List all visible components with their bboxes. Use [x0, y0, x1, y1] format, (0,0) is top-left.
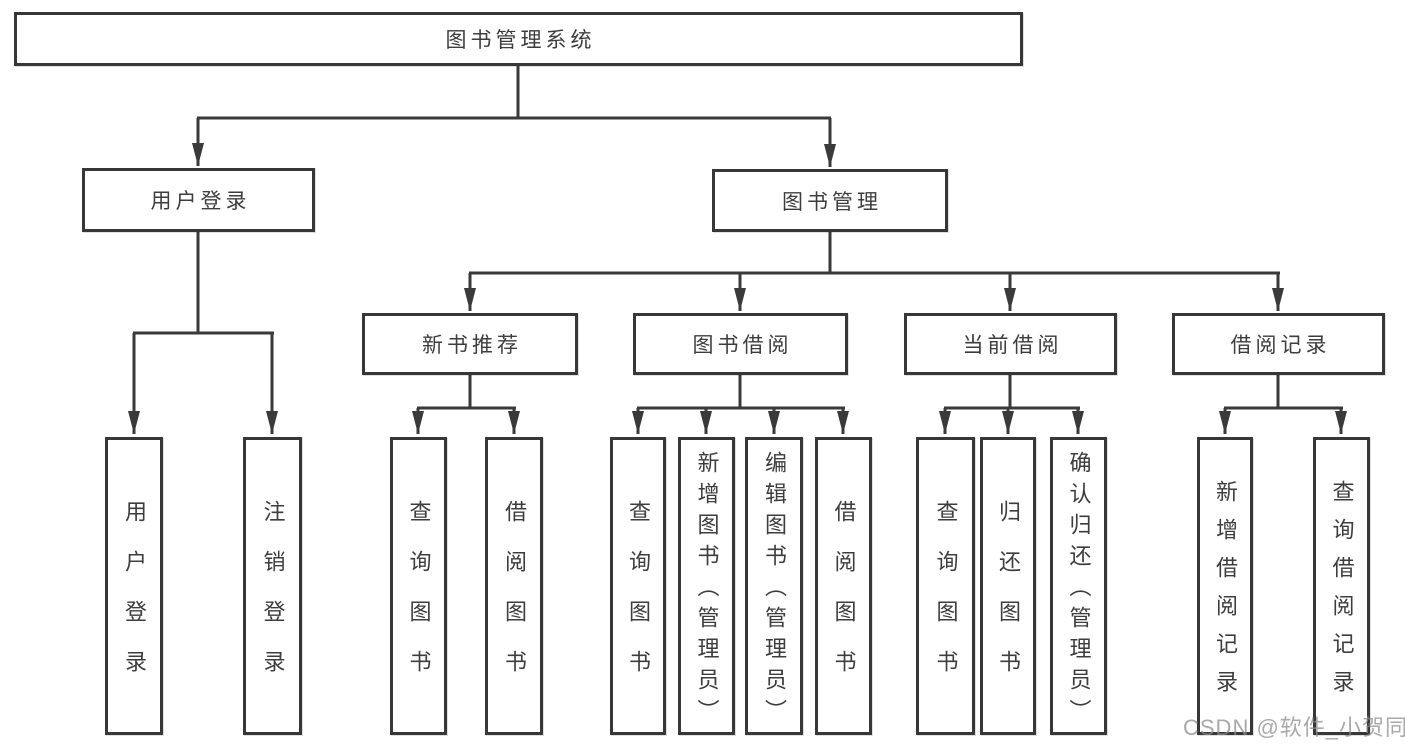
node-current-borrowing-label: 当前借阅 — [962, 334, 1063, 357]
leaf-logout-label: 注销登录 — [260, 500, 286, 700]
node-book-management-label: 图书管理 — [782, 190, 882, 214]
leaf-borrow-add-books-admin-label: 新增图书（管理员） — [694, 451, 720, 730]
csdn-watermark: CSDN @软件_小贺同学 — [1183, 715, 1405, 740]
leaf-borrow-edit-books-admin: 编辑图书（管理员） — [745, 437, 803, 735]
node-user-login-branch-label: 用户登录 — [150, 190, 251, 213]
leaf-newrec-query-books-label: 查询图书 — [406, 500, 432, 700]
node-book-borrowing: 图书借阅 — [633, 313, 848, 375]
leaf-borrow-query-books-label: 查询图书 — [626, 500, 651, 700]
leaf-newrec-query-books: 查询图书 — [390, 437, 447, 735]
leaf-records-add-record-label: 新增借阅记录 — [1213, 480, 1238, 708]
leaf-borrow-query-books: 查询图书 — [610, 437, 666, 735]
node-library-system-label: 图书管理系统 — [445, 29, 596, 52]
node-current-borrowing: 当前借阅 — [904, 313, 1117, 375]
leaf-current-confirm-return-admin-label: 确认归还（管理员） — [1066, 451, 1092, 730]
leaf-borrow-edit-books-admin-label: 编辑图书（管理员） — [762, 451, 787, 730]
leaf-current-query-books: 查询图书 — [916, 437, 975, 735]
leaf-current-return-books: 归还图书 — [980, 437, 1036, 735]
node-new-book-recommend-label: 新书推荐 — [422, 334, 522, 357]
leaf-records-add-record: 新增借阅记录 — [1197, 437, 1253, 735]
leaf-borrow-add-books-admin: 新增图书（管理员） — [678, 437, 735, 735]
leaf-user-login-label: 用户登录 — [122, 500, 147, 700]
leaf-current-confirm-return-admin: 确认归还（管理员） — [1050, 437, 1107, 735]
node-new-book-recommend: 新书推荐 — [362, 313, 578, 375]
node-user-login-branch: 用户登录 — [82, 168, 315, 232]
node-borrowing-records-label: 借阅记录 — [1230, 334, 1331, 357]
leaf-current-query-books-label: 查询图书 — [933, 500, 959, 700]
leaf-user-login: 用户登录 — [105, 437, 163, 735]
node-book-borrowing-label: 图书借阅 — [692, 334, 793, 357]
leaf-logout: 注销登录 — [243, 437, 302, 735]
node-borrowing-records: 借阅记录 — [1172, 313, 1385, 375]
node-library-system: 图书管理系统 — [14, 12, 1023, 66]
leaf-newrec-borrow-books: 借阅图书 — [485, 437, 543, 735]
leaf-records-query-record-label: 查询借阅记录 — [1329, 480, 1355, 708]
leaf-borrow-borrow-books: 借阅图书 — [815, 437, 872, 735]
node-book-management: 图书管理 — [712, 169, 948, 232]
leaf-records-query-record: 查询借阅记录 — [1313, 437, 1370, 735]
leaf-borrow-borrow-books-label: 借阅图书 — [831, 500, 857, 700]
leaf-current-return-books-label: 归还图书 — [996, 500, 1021, 700]
leaf-newrec-borrow-books-label: 借阅图书 — [502, 500, 527, 700]
